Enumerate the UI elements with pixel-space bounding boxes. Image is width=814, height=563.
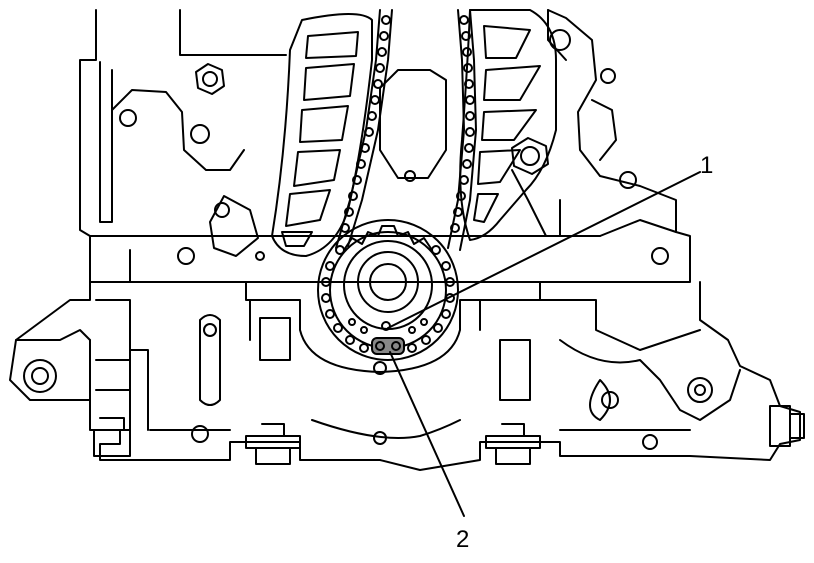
callout-label-2: 2: [456, 526, 470, 553]
tensioner-pivot-bolt: [511, 137, 549, 175]
right-tensioner-rail: [459, 9, 557, 241]
left-chain-guide: [271, 13, 373, 257]
cylinder-head-casting: [79, 9, 691, 341]
timing-chain-left-strand: [335, 9, 393, 249]
timing-mark-link: [371, 337, 405, 355]
lower-bolt-left: [245, 423, 301, 465]
engine-mount-eye: [23, 359, 57, 393]
lower-bolt-right: [485, 423, 541, 465]
lower-crankcase: [9, 281, 801, 471]
lower-bolt-far-left: [93, 417, 131, 457]
callout-label-1: 1: [700, 152, 714, 179]
hex-bolt-top-left: [195, 63, 225, 95]
timing-chain-right-strand: [447, 9, 477, 251]
side-bolt-right: [769, 405, 805, 447]
casting-holes: [119, 29, 713, 450]
callout-1-leader: [387, 171, 701, 329]
callout-2-leader: [389, 351, 465, 517]
